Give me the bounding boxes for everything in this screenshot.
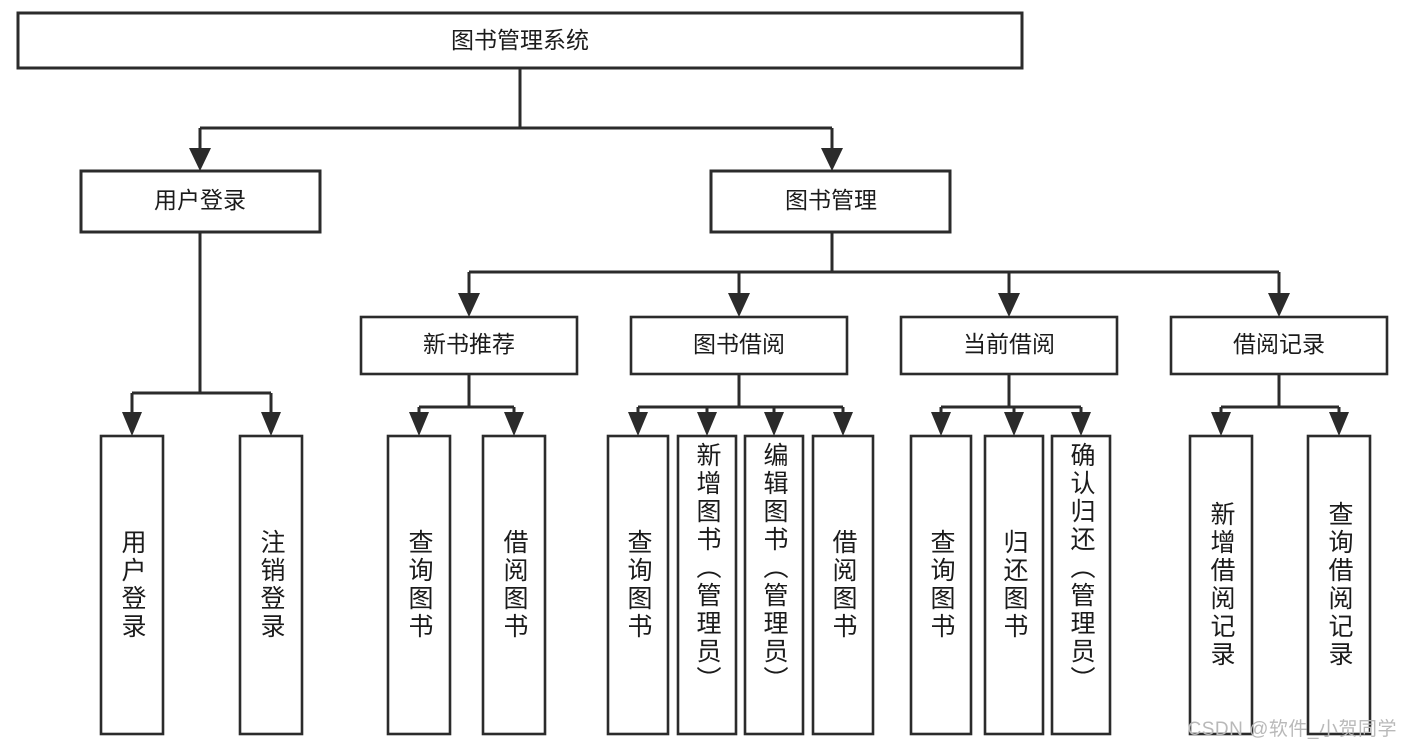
csdn-watermark: CSDN @软件_小贺同学 xyxy=(1187,719,1397,740)
leaf-rect-return-book[interactable] xyxy=(983,434,1045,736)
node-book-borrow-rect[interactable] xyxy=(629,315,849,376)
leaf-rect-borrow-book-rec[interactable] xyxy=(481,434,547,736)
leaf-rect-edit-book-admin[interactable] xyxy=(743,434,805,736)
arrowhead-newbook-b2 xyxy=(504,412,524,436)
node-borrow-record-label: 借阅记录 xyxy=(1233,331,1325,357)
leaf-rect-query-borrow-record[interactable] xyxy=(1306,434,1372,736)
connector-group-root xyxy=(189,68,843,171)
arrowhead-login-b2 xyxy=(261,412,281,436)
leaf-rect-borrow-book[interactable] xyxy=(811,434,875,736)
arrowhead-current-b3 xyxy=(1071,412,1091,436)
leaf-rect-query-book-borrow[interactable] xyxy=(606,434,670,736)
node-borrow-record[interactable]: 借阅记录 xyxy=(1169,315,1389,376)
leaf-rect-query-book-rec[interactable] xyxy=(386,434,452,736)
node-book-management[interactable]: 图书管理 xyxy=(709,169,952,234)
connector-group-new-book-rec xyxy=(409,374,524,436)
node-root-rect[interactable] xyxy=(16,11,1024,70)
leaf-rect-user-login[interactable] xyxy=(99,434,165,736)
node-user-login[interactable]: 用户登录 xyxy=(79,169,322,234)
arrowhead-record-b2 xyxy=(1329,412,1349,436)
arrowhead-borrow-b3 xyxy=(764,412,784,436)
node-current-borrow-rect[interactable] xyxy=(899,315,1119,376)
node-new-book-recommend[interactable]: 新书推荐 xyxy=(359,315,579,376)
arrowhead-current-b1 xyxy=(931,412,951,436)
arrowhead-borrow-b4 xyxy=(833,412,853,436)
leaf-boxes xyxy=(99,434,1372,736)
arrowhead-bookmgmt-b1 xyxy=(458,293,480,317)
connector-group-user-login xyxy=(122,232,281,436)
arrowhead-current-b2 xyxy=(1004,412,1024,436)
node-new-book-recommend-rect[interactable] xyxy=(359,315,579,376)
node-new-book-recommend-label: 新书推荐 xyxy=(423,331,515,357)
arrowhead-root-to-login xyxy=(189,148,211,171)
arrowhead-bookmgmt-b3 xyxy=(998,293,1020,317)
leaf-rect-query-book-current[interactable] xyxy=(909,434,973,736)
leaf-rect-add-borrow-record[interactable] xyxy=(1188,434,1254,736)
connector-group-current-borrow xyxy=(931,374,1091,436)
leaf-rect-add-book-admin[interactable] xyxy=(676,434,738,736)
leaf-rect-confirm-return-admin[interactable] xyxy=(1050,434,1112,736)
node-borrow-record-rect[interactable] xyxy=(1169,315,1389,376)
node-root[interactable]: 图书管理系统 xyxy=(16,11,1024,70)
leaf-rect-logout[interactable] xyxy=(238,434,304,736)
arrowhead-root-to-bookmgmt xyxy=(821,148,843,171)
connector-group-book-borrow xyxy=(628,374,853,436)
arrowhead-bookmgmt-b2 xyxy=(728,293,750,317)
node-current-borrow[interactable]: 当前借阅 xyxy=(899,315,1119,376)
node-current-borrow-label: 当前借阅 xyxy=(963,331,1055,357)
node-user-login-label: 用户登录 xyxy=(154,187,246,213)
node-book-borrow[interactable]: 图书借阅 xyxy=(629,315,849,376)
node-book-management-label: 图书管理 xyxy=(785,187,877,213)
arrowhead-borrow-b2 xyxy=(697,412,717,436)
connector-group-book-mgmt xyxy=(458,232,1290,317)
arrowhead-login-b1 xyxy=(122,412,142,436)
node-root-label: 图书管理系统 xyxy=(451,27,589,53)
node-book-borrow-label: 图书借阅 xyxy=(693,331,785,357)
arrowhead-borrow-b1 xyxy=(628,412,648,436)
arrowhead-bookmgmt-b4 xyxy=(1268,293,1290,317)
connector-group-borrow-record xyxy=(1211,374,1349,436)
node-user-login-rect[interactable] xyxy=(79,169,322,234)
arrowhead-newbook-b1 xyxy=(409,412,429,436)
node-book-management-rect[interactable] xyxy=(709,169,952,234)
arrowhead-record-b1 xyxy=(1211,412,1231,436)
